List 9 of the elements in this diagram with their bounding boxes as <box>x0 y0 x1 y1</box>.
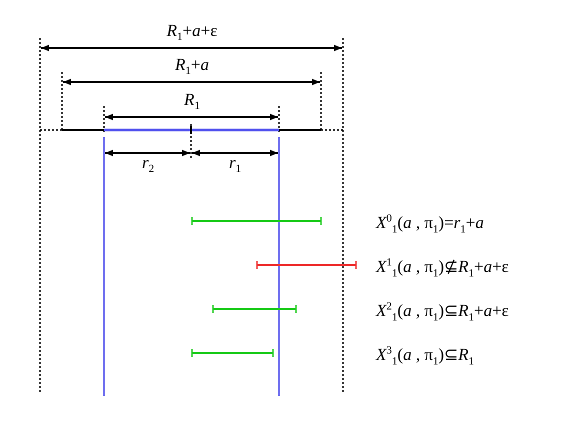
dimension-label: R$_{1}$+a <box>175 54 209 80</box>
dimension-label: r$_{2}$ <box>142 152 154 178</box>
formula-label: X$^{1}$$_{1}$(a , π$_{1}$)⊈R$_{1}$+a+ε <box>376 255 509 282</box>
dimension-label: R$_{1}$ <box>184 90 200 114</box>
formula-label: X$^{0}$$_{1}$(a , π$_{1}$)=r$_{1}$+a <box>376 211 484 238</box>
formula-label: X$^{2}$$_{1}$(a , π$_{1}$)⊆R$_{1}$+a+ε <box>376 299 509 326</box>
dimension-label: r$_{1}$ <box>228 152 242 178</box>
formula-label: X$^{3}$$_{1}$(a , π$_{1}$)⊆R$_{1}$ <box>376 343 474 370</box>
dimension-label: R$_{1}$+a+ε <box>166 20 218 46</box>
